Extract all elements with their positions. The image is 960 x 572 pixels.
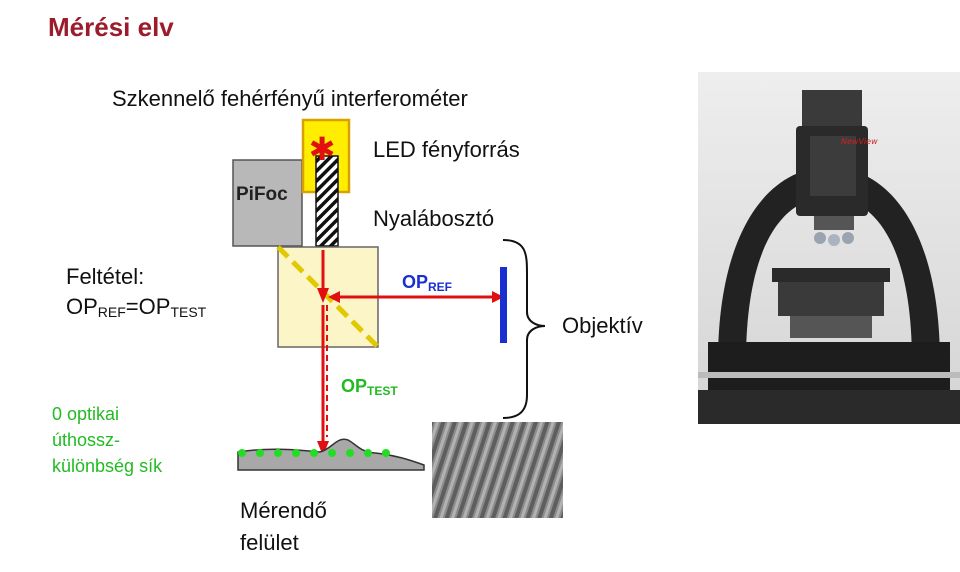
condition-block: Feltétel: OPREF=OPTEST bbox=[66, 262, 206, 327]
reference-arrow-left bbox=[328, 291, 340, 303]
surface-label-line2: felület bbox=[240, 530, 299, 555]
interferometer-label: Szkennelő fehérfényű interferométer bbox=[112, 86, 468, 111]
beam-arrowhead bbox=[317, 288, 329, 303]
page-title: Mérési elv bbox=[48, 12, 174, 42]
surface-label-line1: Mérendő bbox=[240, 498, 327, 523]
zero-opd-plane bbox=[238, 449, 390, 457]
condition-equation: OPREF=OPTEST bbox=[66, 294, 207, 320]
reference-arrow-right bbox=[492, 291, 504, 303]
microscope-arm bbox=[718, 167, 940, 362]
microscope-brand: NewView bbox=[841, 137, 878, 146]
zero-opd-line1: 0 optikai bbox=[52, 404, 120, 424]
objective-label: Objektív bbox=[562, 313, 643, 338]
objective-brace bbox=[502, 239, 546, 419]
op-ref-label: OPREF bbox=[402, 272, 453, 294]
zero-opd-label: 0 optikai úthossz- különbség sík bbox=[52, 401, 162, 479]
microscope-photo: NewView bbox=[698, 72, 960, 424]
zero-opd-line3: különbség sík bbox=[52, 456, 163, 476]
beamsplitter-label: Nyalábosztó bbox=[373, 206, 495, 231]
test-arrowhead bbox=[317, 441, 329, 456]
condition-label: Feltétel: bbox=[66, 264, 145, 289]
pifoc-block bbox=[232, 159, 303, 247]
interferogram-image bbox=[432, 422, 563, 518]
zero-opd-line2: úthossz- bbox=[52, 430, 121, 450]
led-star-icon: ✱ bbox=[309, 130, 336, 168]
pifoc-label: PiFoc bbox=[236, 184, 288, 205]
reference-mirror bbox=[500, 267, 507, 343]
led-label: LED fényforrás bbox=[373, 137, 520, 162]
op-test-label: OPTEST bbox=[341, 376, 398, 398]
hatched-beam bbox=[315, 155, 339, 247]
